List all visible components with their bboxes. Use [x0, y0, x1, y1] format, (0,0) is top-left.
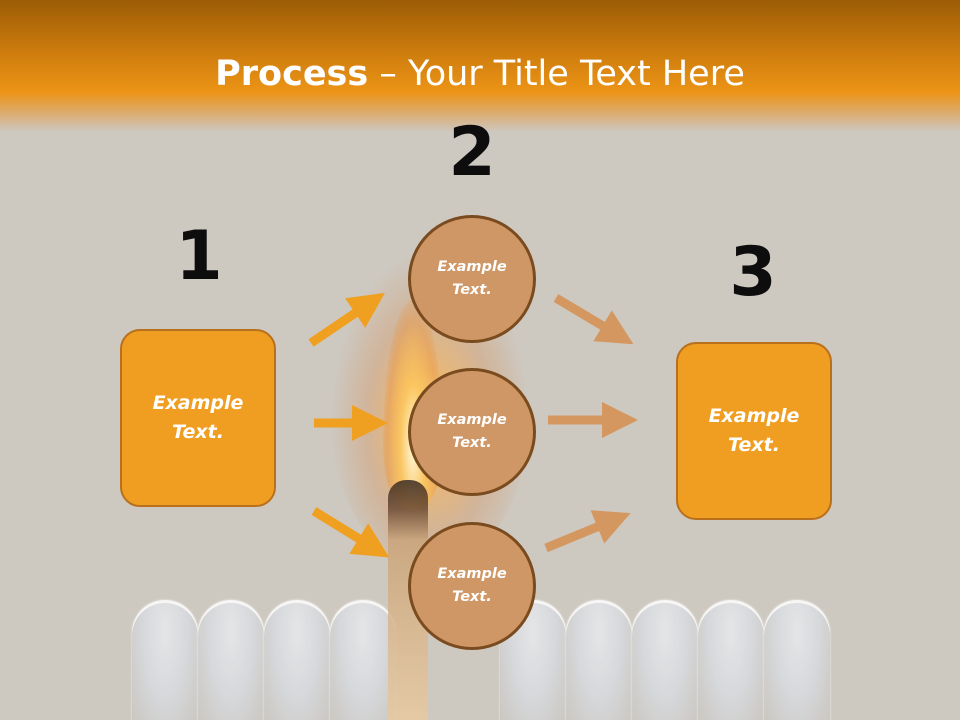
- step-1-text-line2: Text.: [172, 421, 224, 443]
- step-number-3: 3: [729, 233, 777, 312]
- match-head: [632, 600, 698, 720]
- step-2-circle-bottom: Example Text.: [408, 522, 536, 650]
- circle-text-line1: Example: [437, 259, 507, 275]
- step-number-1: 1: [175, 217, 223, 296]
- title-rest: – Your Title Text Here: [368, 54, 745, 94]
- step-number-2: 2: [448, 113, 496, 192]
- match-head: [698, 600, 764, 720]
- circle-text-line2: Text.: [452, 435, 492, 451]
- circle-text-line1: Example: [437, 412, 507, 428]
- arrow-1-to-2-bottom: [311, 507, 390, 558]
- circle-text-line2: Text.: [452, 282, 492, 298]
- slide-title: Process – Your Title Text Here: [0, 52, 960, 96]
- step-1-box: Example Text.: [120, 329, 276, 507]
- circle-text-line1: Example: [437, 566, 507, 582]
- step-3-box: Example Text.: [676, 342, 832, 520]
- match-head: [764, 600, 830, 720]
- arrow-2-top-to-3: [553, 294, 634, 345]
- matches-row: [0, 600, 960, 720]
- step-3-text-line1: Example: [708, 405, 800, 427]
- step-2-circle-middle: Example Text.: [408, 368, 536, 496]
- match-head: [330, 600, 396, 720]
- step-3-text-line2: Text.: [728, 434, 780, 456]
- match-head: [566, 600, 632, 720]
- step-2-circle-top: Example Text.: [408, 215, 536, 343]
- match-head: [132, 600, 198, 720]
- match-head: [198, 600, 264, 720]
- arrow-2-bottom-to-3: [544, 510, 631, 553]
- arrow-1-to-2-top: [308, 292, 385, 347]
- step-1-text-line1: Example: [152, 392, 244, 414]
- circle-text-line2: Text.: [452, 589, 492, 605]
- header-band: [0, 0, 960, 132]
- match-head: [264, 600, 330, 720]
- title-bold: Process: [215, 54, 369, 94]
